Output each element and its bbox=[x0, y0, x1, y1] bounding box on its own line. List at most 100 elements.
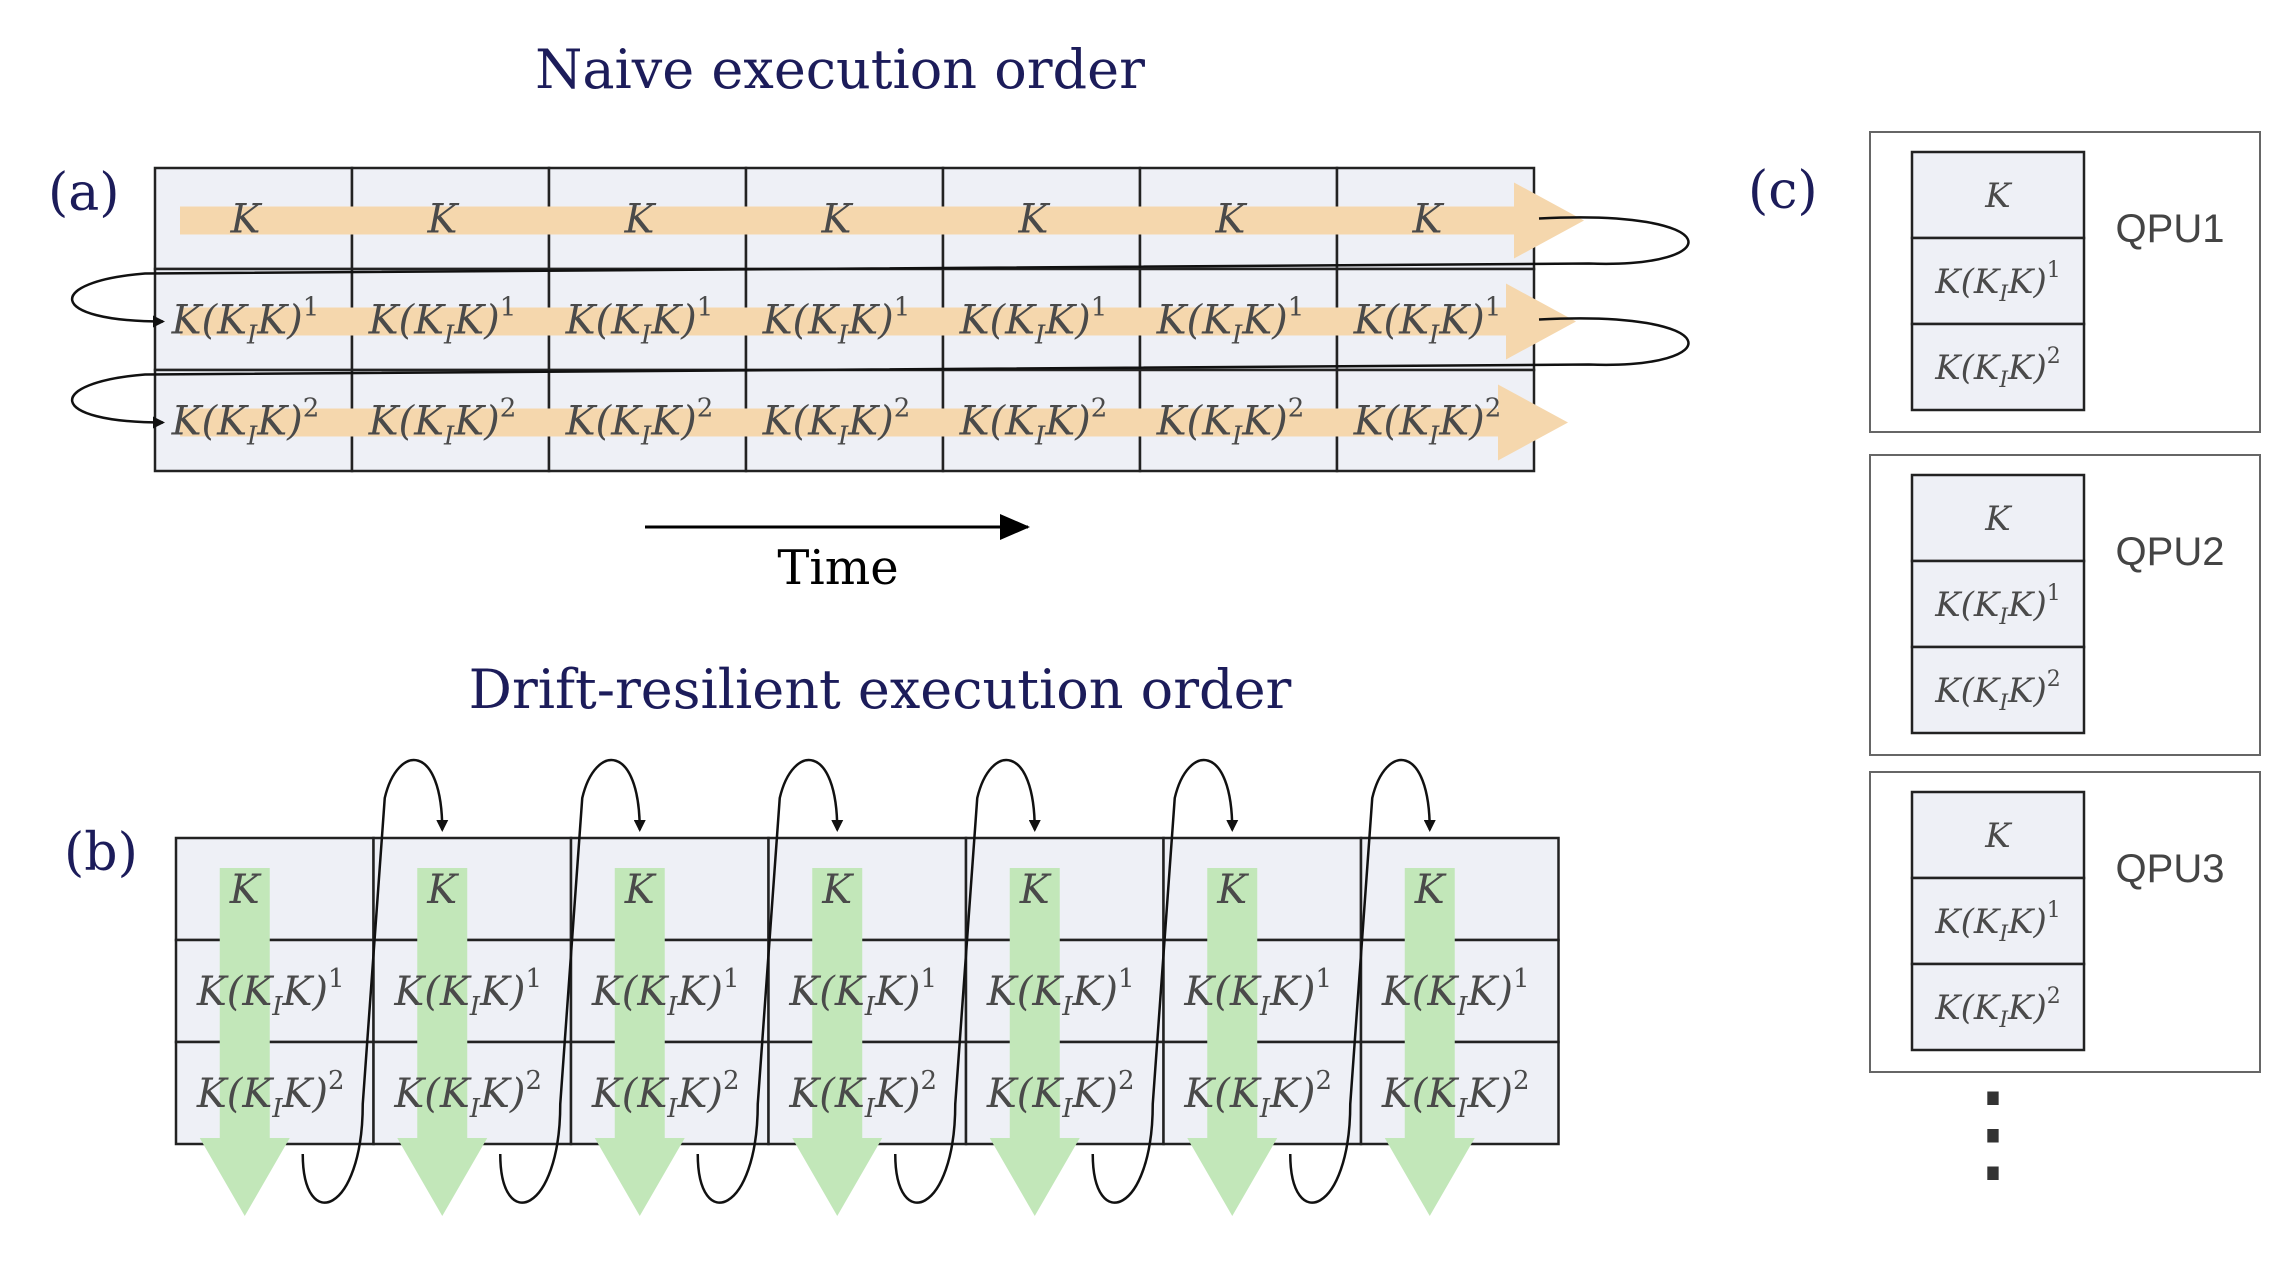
qpu-cell-label: K(KIK)1 bbox=[1934, 258, 2060, 307]
cell-label: K(KIK)2 bbox=[788, 1066, 937, 1124]
qpu-label: QPU3 bbox=[2116, 847, 2225, 891]
wrap-loop bbox=[1289, 758, 1436, 1204]
cell-label: K(KIK)2 bbox=[171, 394, 320, 452]
cell-label: K(KIK)1 bbox=[1381, 964, 1530, 1022]
qpu-stack-cell bbox=[1910, 559, 2086, 649]
grid-cell bbox=[1162, 1040, 1363, 1146]
grid-cell bbox=[767, 836, 968, 942]
cell-label: K(KIK)2 bbox=[196, 1066, 345, 1124]
cell-label: K(KIK)1 bbox=[788, 964, 937, 1022]
wrap-loop bbox=[696, 758, 844, 1204]
cell-label: K(KIK)2 bbox=[762, 394, 911, 452]
cell-label: K(KIK)1 bbox=[196, 964, 345, 1022]
cell-label: K bbox=[1018, 197, 1051, 243]
grid-cell bbox=[372, 836, 573, 942]
cell-label: K bbox=[624, 867, 657, 913]
cell-label: K bbox=[427, 197, 460, 243]
cell-label: K(KIK)1 bbox=[1183, 964, 1332, 1022]
cell-label: K bbox=[624, 197, 657, 243]
wrap-loop bbox=[301, 758, 449, 1204]
grid-cell bbox=[372, 1040, 573, 1146]
cell-label: K(KIK)2 bbox=[368, 394, 517, 452]
grid-cell bbox=[1359, 836, 1560, 942]
cell-label: K(KIK)2 bbox=[1353, 394, 1502, 452]
orange-flow-arrow bbox=[180, 182, 1584, 259]
cell-label: K(KIK)2 bbox=[393, 1066, 542, 1124]
qpu-cell-label: K bbox=[1984, 499, 2013, 539]
panel-b-wrap-loops bbox=[301, 758, 1436, 1204]
grid-cell bbox=[569, 836, 770, 942]
grid-cell bbox=[964, 836, 1165, 942]
grid-cell bbox=[569, 1040, 770, 1146]
grid-cell bbox=[174, 938, 375, 1044]
qpu-cell-label: K(KIK)1 bbox=[1934, 581, 2060, 630]
qpu-cell-label: K(KIK)1 bbox=[1934, 898, 2060, 947]
wrap-loop bbox=[70, 216, 1690, 328]
panel-a-wrap-loops bbox=[70, 216, 1690, 429]
cell-label: K(KIK)1 bbox=[171, 293, 320, 351]
cell-label: K bbox=[1019, 867, 1052, 913]
qpu-cell-label: K(KIK)2 bbox=[1934, 667, 2060, 716]
wrap-loop bbox=[70, 317, 1690, 429]
cell-label: K(KIK)2 bbox=[1156, 394, 1305, 452]
panel-b-grid bbox=[174, 836, 1560, 1146]
grid-cell bbox=[174, 836, 375, 942]
panel-c-qpus: KK(KIK)1K(KIK)2QPU1KK(KIK)1K(KIK)2QPU2KK… bbox=[1869, 131, 2261, 1073]
wrap-loop bbox=[894, 758, 1041, 1204]
green-flow-arrow bbox=[989, 868, 1080, 1216]
panel-b-cell-labels: KK(KIK)1K(KIK)2KK(KIK)1K(KIK)2KK(KIK)1K(… bbox=[196, 867, 1530, 1124]
green-flow-arrow bbox=[792, 868, 883, 1216]
grid-cell bbox=[964, 938, 1165, 1044]
cell-label: K(KIK)1 bbox=[565, 293, 714, 351]
qpu-cell-label: K bbox=[1984, 816, 2013, 856]
cell-label: K bbox=[1216, 867, 1249, 913]
cell-label: K bbox=[229, 867, 262, 913]
cell-label: K bbox=[1412, 197, 1445, 243]
grid-cell bbox=[767, 938, 968, 1044]
grid-cell bbox=[372, 938, 573, 1044]
cell-label: K bbox=[1414, 867, 1447, 913]
qpu-stack-cell bbox=[1910, 645, 2086, 735]
cell-label: K bbox=[821, 867, 854, 913]
cell-label: K bbox=[821, 197, 854, 243]
cell-label: K(KIK)2 bbox=[565, 394, 714, 452]
panel-a-label: (a) bbox=[48, 163, 120, 223]
qpu-stack-cell bbox=[1910, 150, 2086, 240]
panel-b-flow-arrows bbox=[199, 868, 1475, 1216]
continuation-dots: ⋮ bbox=[1938, 1068, 2048, 1196]
green-flow-arrow bbox=[1187, 868, 1278, 1216]
panel-a-flow-arrows bbox=[180, 182, 1584, 461]
grid-cell bbox=[964, 1040, 1165, 1146]
qpu-stack-cell bbox=[1910, 236, 2086, 326]
qpu-label: QPU2 bbox=[2116, 530, 2225, 574]
cell-label: K(KIK)2 bbox=[986, 1066, 1135, 1124]
cell-label: K(KIK)2 bbox=[959, 394, 1108, 452]
cell-label: K(KIK)1 bbox=[986, 964, 1135, 1022]
cell-label: K(KIK)2 bbox=[591, 1066, 740, 1124]
panel-b-label: (b) bbox=[64, 823, 138, 883]
qpu-stack-cell bbox=[1910, 790, 2086, 880]
wrap-loop bbox=[499, 758, 646, 1204]
green-flow-arrow bbox=[1384, 868, 1475, 1216]
green-flow-arrow bbox=[594, 868, 685, 1216]
cell-label: K(KIK)1 bbox=[1353, 293, 1502, 351]
orange-flow-arrow bbox=[180, 384, 1568, 461]
cell-label: K(KIK)1 bbox=[1156, 293, 1305, 351]
green-flow-arrow bbox=[199, 868, 290, 1216]
cell-label: K(KIK)1 bbox=[959, 293, 1108, 351]
cell-label: K bbox=[426, 867, 459, 913]
grid-cell bbox=[1162, 938, 1363, 1044]
grid-cell bbox=[1162, 836, 1363, 942]
qpu-stack-cell bbox=[1910, 962, 2086, 1052]
qpu-label: QPU1 bbox=[2116, 207, 2225, 251]
cell-label: K(KIK)1 bbox=[762, 293, 911, 351]
grid-cell bbox=[767, 1040, 968, 1146]
orange-flow-arrow bbox=[180, 283, 1576, 360]
qpu-cell-label: K bbox=[1984, 176, 2013, 216]
panel-a-title: Naive execution order bbox=[535, 38, 1145, 101]
cell-label: K(KIK)1 bbox=[393, 964, 542, 1022]
cell-label: K(KIK)2 bbox=[1183, 1066, 1332, 1124]
time-label: Time bbox=[777, 540, 898, 596]
